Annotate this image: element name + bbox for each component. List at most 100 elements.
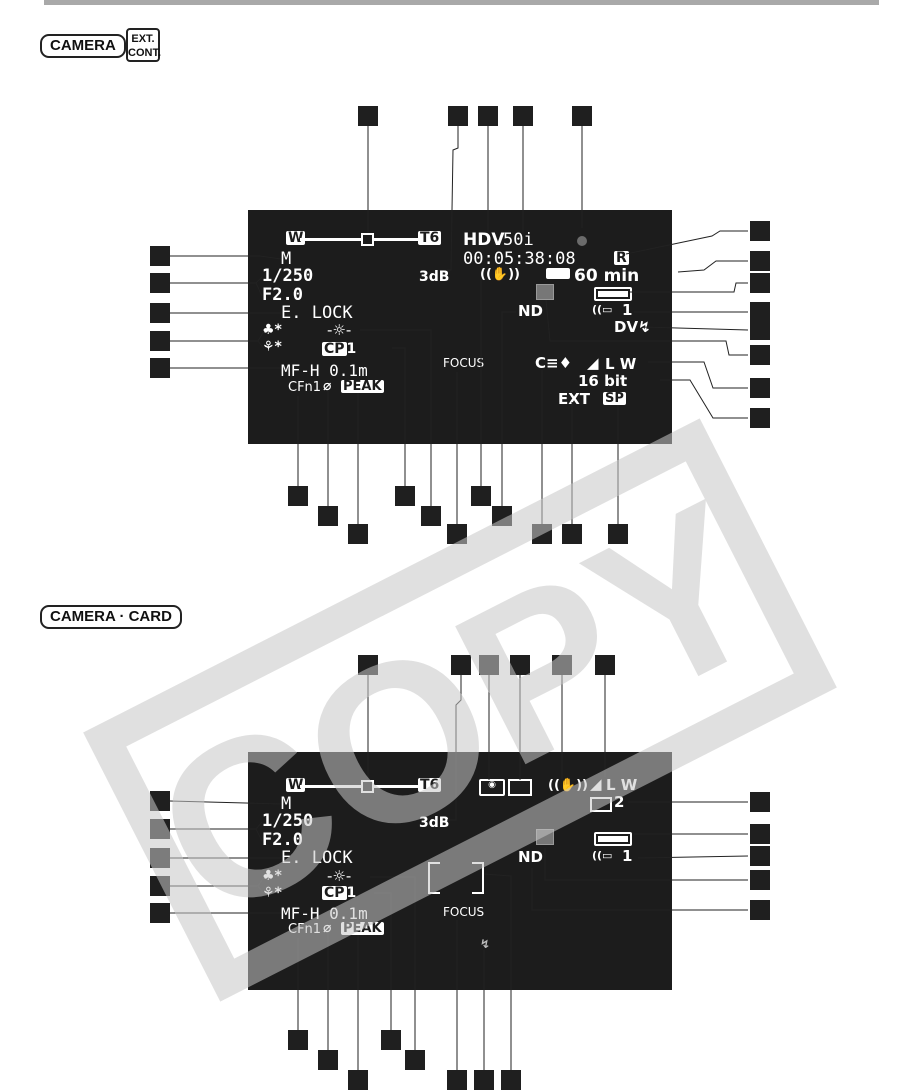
callout-marker bbox=[150, 819, 170, 839]
shutter-speed: 1/250 bbox=[262, 811, 314, 831]
white-balance-icon: ♣* bbox=[262, 322, 282, 338]
nd-filter-icon bbox=[536, 829, 554, 845]
white-balance-icon: ♣* bbox=[262, 868, 282, 884]
callout-marker bbox=[750, 900, 770, 920]
callout-marker bbox=[288, 1030, 308, 1050]
audio-mode: L W bbox=[606, 776, 638, 794]
peaking-label: PEAK bbox=[341, 379, 384, 394]
callout-marker bbox=[150, 791, 170, 811]
microphone-icon: C≡♦ bbox=[535, 354, 573, 372]
zoom-t-label: T6 bbox=[418, 230, 442, 246]
callout-marker bbox=[750, 824, 770, 844]
audio-level-icon: ◢ bbox=[590, 775, 602, 793]
callout-marker bbox=[750, 302, 770, 322]
timecode: 00:05:38:08 bbox=[463, 249, 576, 269]
callout-marker bbox=[750, 408, 770, 428]
ext-input-label: EXT bbox=[558, 390, 591, 408]
dv-output-icon: ↯ bbox=[638, 318, 651, 336]
aperture-value: F2.0 bbox=[262, 285, 303, 305]
screen-camera bbox=[248, 210, 672, 444]
image-stabilizer-icon: ((✋)) bbox=[548, 778, 588, 793]
callout-marker bbox=[750, 792, 770, 812]
rec-speed-label: SP bbox=[603, 391, 626, 406]
callout-marker bbox=[395, 486, 415, 506]
callout-marker bbox=[150, 273, 170, 293]
callout-marker bbox=[150, 903, 170, 923]
callout-marker bbox=[150, 848, 170, 868]
callout-marker bbox=[318, 506, 338, 526]
camera-card-mode-label: CAMERA · CARD bbox=[40, 605, 182, 629]
callout-marker bbox=[750, 345, 770, 365]
camera-mode-label: CAMERA bbox=[40, 34, 126, 58]
ae-program-icon: ⚘* bbox=[262, 339, 282, 355]
card-count: 2 bbox=[614, 793, 625, 811]
top-rule bbox=[44, 0, 879, 5]
shutter-speed: 1/250 bbox=[262, 266, 314, 286]
lock-icon: ⌀ bbox=[323, 920, 332, 936]
callout-marker bbox=[572, 106, 592, 126]
zoom-w-label: W bbox=[286, 230, 306, 246]
callout-marker bbox=[608, 524, 628, 544]
callout-marker bbox=[288, 486, 308, 506]
recording-dot-icon bbox=[577, 236, 587, 246]
callout-marker bbox=[552, 655, 572, 675]
callout-marker bbox=[381, 1030, 401, 1050]
flash-icon: ↯ bbox=[480, 937, 491, 951]
card-icon bbox=[590, 797, 612, 812]
nd-label: ND bbox=[518, 848, 544, 866]
callout-marker bbox=[750, 320, 770, 340]
image-effect-icon: -☼- bbox=[327, 321, 352, 339]
callout-marker bbox=[750, 251, 770, 271]
exposure-lock-label: E. LOCK bbox=[281, 303, 353, 323]
audio-bits: 16 bit bbox=[578, 372, 628, 390]
battery-icon bbox=[594, 287, 632, 301]
callout-marker bbox=[513, 106, 533, 126]
callout-marker bbox=[150, 331, 170, 351]
callout-marker bbox=[492, 506, 512, 526]
callout-marker bbox=[318, 1050, 338, 1070]
ext-cont-line1: EXT. bbox=[131, 33, 155, 45]
callout-marker bbox=[150, 876, 170, 896]
audio-level-icon: ◢ bbox=[587, 354, 599, 372]
peaking-label: PEAK bbox=[341, 921, 384, 936]
lock-icon: ⌀ bbox=[323, 378, 332, 394]
manual-focus-distance: MF-H 0.1m bbox=[281, 361, 368, 380]
wireless-battery-number: 1 bbox=[622, 847, 633, 865]
callout-marker bbox=[510, 655, 530, 675]
callout-marker bbox=[595, 655, 615, 675]
aperture-value: F2.0 bbox=[262, 830, 303, 850]
image-effect-icon: -☼- bbox=[327, 867, 352, 885]
zoom-position-marker bbox=[361, 233, 374, 246]
wireless-remote-icon: ((▭ bbox=[592, 849, 613, 862]
zoom-position-marker bbox=[361, 780, 374, 793]
nd-label: ND bbox=[518, 302, 544, 320]
callout-marker bbox=[471, 486, 491, 506]
zoom-bar-icon bbox=[300, 785, 418, 788]
tape-icon bbox=[546, 268, 570, 279]
callout-marker bbox=[451, 655, 471, 675]
focus-label: FOCUS bbox=[443, 905, 485, 919]
callout-marker bbox=[750, 378, 770, 398]
frame-rate-label: 50i bbox=[503, 230, 534, 250]
callout-marker bbox=[750, 870, 770, 890]
tape-remaining: 60 min bbox=[574, 266, 640, 286]
ext-cont-line2: CONT. bbox=[128, 47, 161, 59]
dv-output-label: DV↯ bbox=[614, 318, 651, 336]
wireless-remote-icon: ((▭ bbox=[592, 303, 613, 316]
exposure-lock-label: E. LOCK bbox=[281, 848, 353, 868]
zoom-bar-icon bbox=[300, 238, 418, 241]
callout-marker bbox=[750, 221, 770, 241]
callout-marker bbox=[750, 273, 770, 293]
callout-marker bbox=[562, 524, 582, 544]
wireless-battery-number: 1 bbox=[622, 301, 633, 319]
focus-label: FOCUS bbox=[443, 356, 485, 370]
callout-marker bbox=[478, 106, 498, 126]
format-label: HDV bbox=[463, 230, 505, 250]
callout-marker bbox=[532, 524, 552, 544]
callout-marker bbox=[358, 655, 378, 675]
callout-marker bbox=[150, 303, 170, 323]
custom-function: CFn1 bbox=[288, 380, 322, 395]
callout-marker bbox=[348, 1070, 368, 1090]
callout-marker bbox=[421, 506, 441, 526]
